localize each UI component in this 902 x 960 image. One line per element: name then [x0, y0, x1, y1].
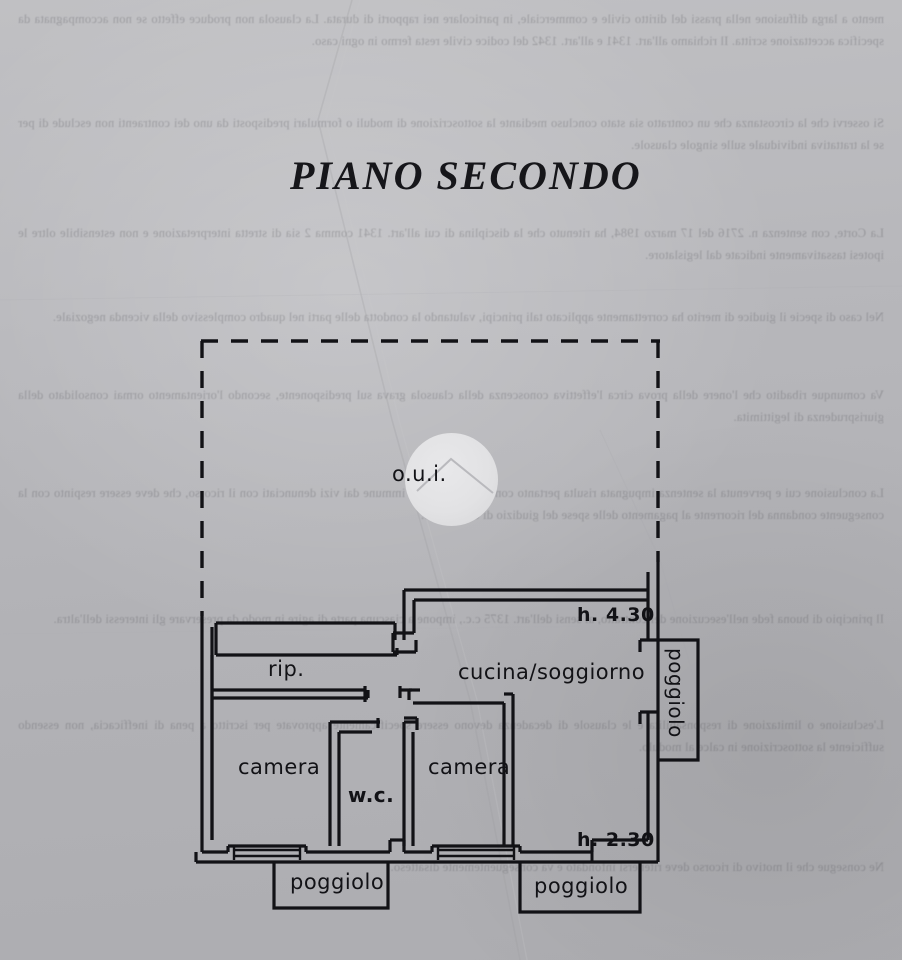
room-label-camera-1: camera [238, 755, 321, 779]
page-title: PIANO SECONDO [290, 153, 642, 198]
height-label-lower: h. 2.30 [577, 829, 655, 851]
window-opening-left [232, 846, 302, 860]
balcony-bottom-left-box [272, 862, 390, 910]
door-jamb-storage-right [398, 686, 412, 698]
balcony-label-right: poggiolo [664, 648, 688, 738]
balcony-right-returns [638, 638, 658, 724]
wall-wc-camera2 [402, 716, 419, 846]
room-label-wc: w.c. [348, 783, 395, 807]
balcony-label-bottom-right: poggiolo [534, 874, 629, 898]
wall-camera1-wc [328, 718, 380, 846]
room-label-oui: o.u.i. [392, 462, 447, 486]
window-opening-right [436, 846, 516, 860]
wall-under-storage [212, 686, 370, 702]
room-label-camera-2: camera [428, 755, 511, 779]
balcony-bottom-right-box [518, 862, 642, 914]
wall-upper-kitchen [402, 588, 648, 640]
dashed-outline [200, 339, 660, 616]
balcony-label-bottom-left: poggiolo [290, 870, 385, 894]
room-label-cucina-soggiorno: cucina/soggiorno [458, 660, 646, 684]
height-label-upper: h. 4.30 [577, 604, 655, 626]
wall-upper-storage [214, 621, 399, 657]
room-label-rip: rip. [268, 657, 305, 681]
wall-camera2-kitchen [407, 688, 515, 846]
balcony-right-box [658, 638, 700, 762]
